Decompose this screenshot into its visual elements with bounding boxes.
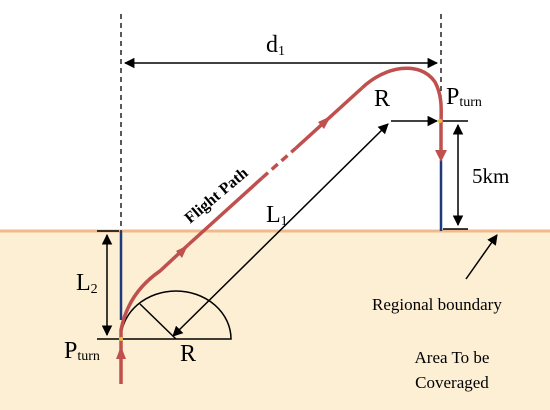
top-p-turn-label: Pturn [446, 84, 482, 110]
flight-path-top-arc [360, 66, 443, 152]
flight-path-solid-lower [186, 176, 264, 247]
top-turn-point-dot [438, 119, 442, 123]
l1-dimension-arrow [172, 123, 389, 337]
bottom-turn-point-dot [119, 337, 123, 341]
flight-path-dashed [260, 146, 298, 180]
area-label-line1: Area To be [415, 348, 490, 367]
bottom-radius-label: R [180, 341, 196, 367]
bottom-radius-line [139, 303, 177, 340]
d1-label: d1 [266, 32, 285, 59]
top-radius-label: R [374, 86, 390, 112]
flight-path-bottom-arc [119, 243, 190, 384]
l1-label: L1 [266, 202, 288, 229]
flight-arrowhead-descent [435, 150, 447, 162]
l2-label: L2 [76, 270, 98, 297]
area-label-line2: Coveraged [415, 373, 489, 392]
five-km-label: 5km [472, 164, 509, 188]
boundary-pointer-arrow [465, 234, 498, 280]
bottom-p-turn-label: Pturn [64, 338, 100, 364]
regional-boundary-label: Regional boundary [372, 295, 502, 314]
flight-arrowhead-upper-mid [318, 116, 331, 129]
flight-arrowhead-bottom [116, 346, 126, 359]
flight-arrowhead-lower-mid [176, 245, 188, 258]
